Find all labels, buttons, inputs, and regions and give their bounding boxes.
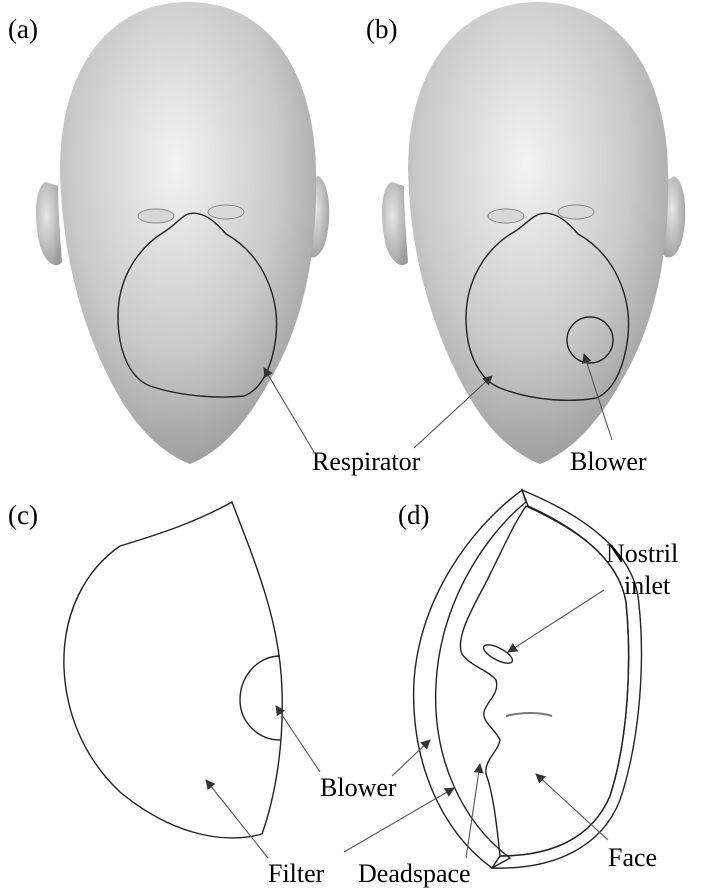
blower-c [240, 656, 280, 740]
label-face: Face [608, 843, 657, 872]
nostril-inlet [481, 641, 515, 667]
label-respirator: Respirator [312, 447, 421, 476]
callout-labels: Respirator Blower Blower Filter Nostril … [268, 447, 678, 888]
head-b [408, 2, 668, 464]
eye-a-right [208, 205, 244, 219]
panel-d: (d) [398, 490, 641, 868]
filter-body [64, 502, 282, 838]
panel-c: (c) [8, 500, 282, 838]
arrow-filter-c [206, 780, 268, 858]
eye-a-left [138, 209, 174, 223]
label-blower-b: Blower [570, 447, 647, 476]
eye-b-right [558, 205, 594, 219]
arrow-respirator-a [264, 368, 314, 452]
label-filter: Filter [268, 859, 325, 888]
face-profile [460, 506, 628, 856]
head-a-left-ear [36, 182, 62, 265]
label-nostril-line1: Nostril [606, 539, 678, 568]
eye-b-left [488, 209, 524, 223]
arrow-nostril [508, 590, 604, 652]
label-nostril-line2: inlet [624, 571, 671, 600]
arrow-blower-c [276, 706, 320, 772]
lip-line [506, 713, 552, 716]
panel-b: (b) [366, 2, 685, 464]
panel-b-label: (b) [366, 14, 397, 44]
panel-d-label: (d) [398, 500, 429, 530]
outer-shell [414, 490, 526, 868]
panel-c-label: (c) [8, 500, 38, 530]
panel-a-label: (a) [8, 14, 38, 44]
head-b-left-ear [382, 182, 408, 265]
panel-a: (a) [8, 2, 329, 464]
label-deadspace: Deadspace [358, 859, 471, 888]
arrow-deadspace [466, 764, 480, 858]
label-blower-c: Blower [320, 773, 397, 802]
arrow-face [536, 774, 608, 840]
